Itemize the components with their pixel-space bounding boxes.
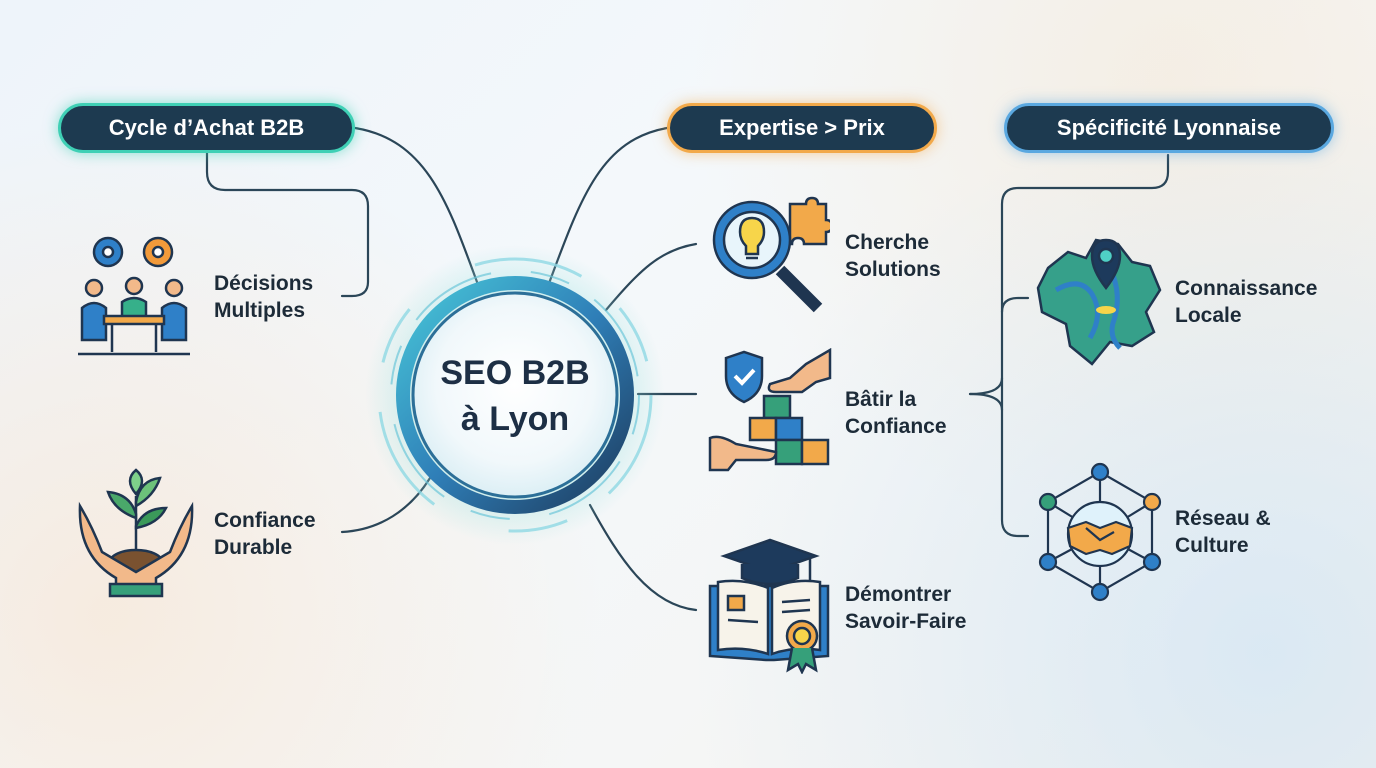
item-connaissance-locale: Connaissance Locale <box>1175 277 1318 327</box>
item-confiance-durable: Confiance Durable <box>214 509 316 559</box>
branch-title-cycle-achat: Cycle d’Achat B2B <box>58 103 355 153</box>
center-hub <box>365 245 665 545</box>
connector-bracket-to-batir-lower <box>968 392 1004 412</box>
connector-cycle-to-decisions <box>205 150 370 298</box>
item-demontrer-savoir-faire: Démontrer Savoir-Faire <box>845 583 967 633</box>
magnifier-lightbulb-puzzle-icon <box>712 196 830 313</box>
branch-title-specificite-lyonnaise: Spécificité Lyonnaise <box>1004 103 1334 153</box>
hands-stacking-blocks-shield-icon <box>708 348 832 472</box>
item-reseau-culture: Réseau & Culture <box>1175 507 1271 557</box>
item-cherche-solutions: Cherche Solutions <box>845 231 941 281</box>
item-decisions-multiples: Décisions Multiples <box>214 272 314 322</box>
team-meeting-gears-icon <box>78 236 190 356</box>
item-batir-confiance: Bâtir la Confiance <box>845 388 947 438</box>
hands-growing-plant-icon <box>78 468 194 598</box>
branch-title-expertise-prix: Expertise > Prix <box>667 103 937 153</box>
connector-lyon-to-bracket <box>1000 153 1170 538</box>
graduation-book-award-icon <box>708 538 830 674</box>
network-handshake-icon <box>1038 462 1162 602</box>
center-title: SEO B2B à Lyon <box>440 354 590 438</box>
connector-center-to-demontrer <box>588 503 698 612</box>
connector-bracket-to-batir <box>968 376 1004 396</box>
city-map-pin-icon <box>1036 238 1162 366</box>
connector-bracket-to-connaissance <box>1000 296 1030 314</box>
